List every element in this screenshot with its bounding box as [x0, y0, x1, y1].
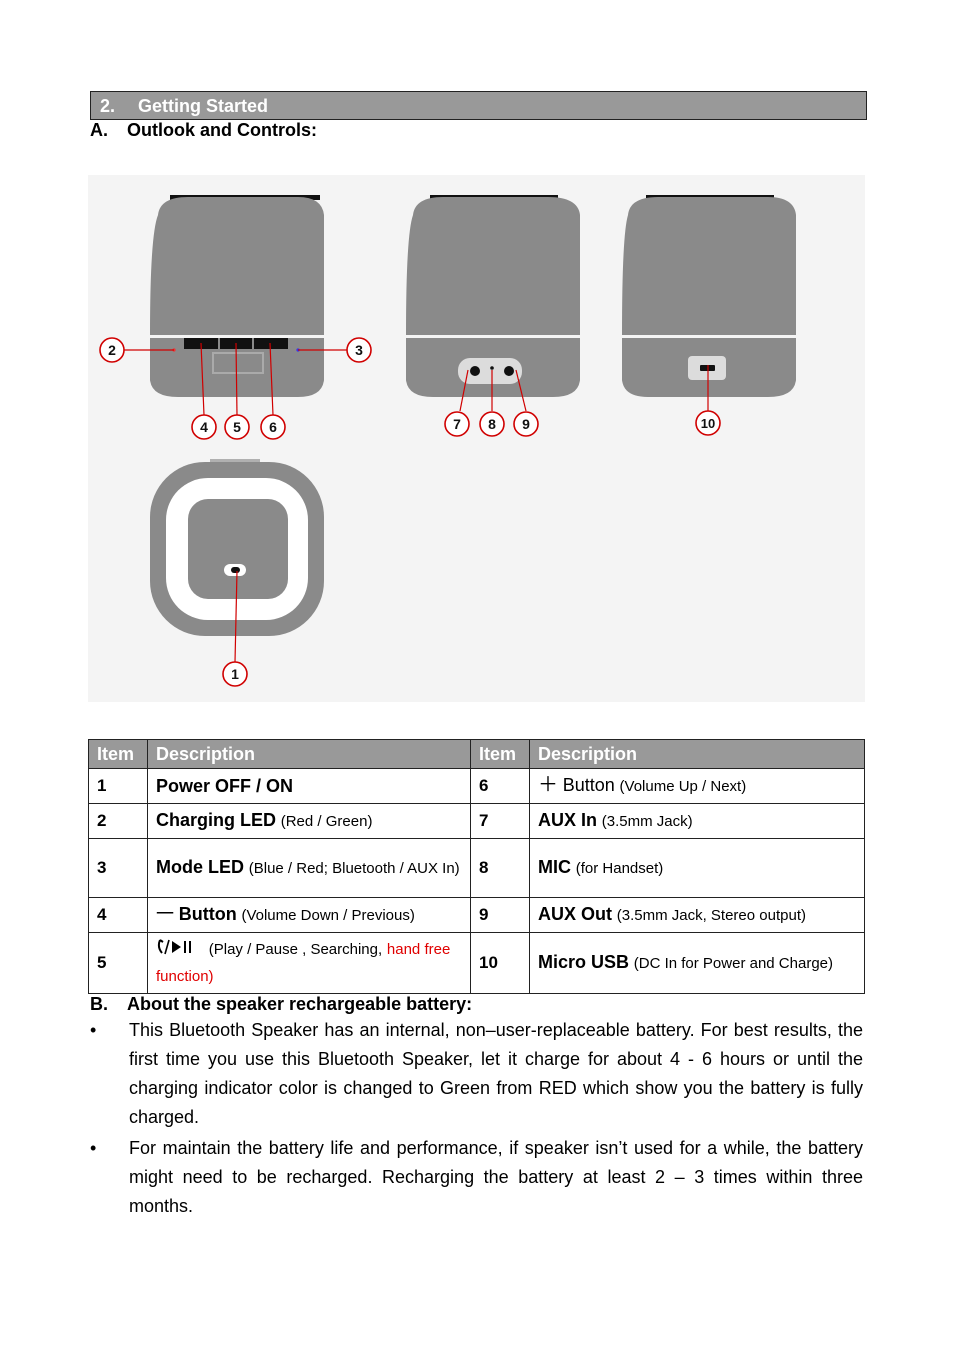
callout-label-8: 8 [488, 416, 496, 432]
list-item: • This Bluetooth Speaker has an internal… [90, 1016, 863, 1132]
callout-label-7: 7 [453, 416, 461, 432]
subsection-b-title: About the speaker rechargeable battery: [127, 994, 473, 1014]
item-description: Charging LED (Red / Green) [147, 803, 471, 839]
item-number: 7 [470, 803, 530, 839]
table-row: 1 Power OFF / ON 6 ＋ Button (Volume Up /… [88, 768, 865, 804]
callout-6 [260, 414, 286, 440]
callout-2 [99, 337, 125, 363]
speaker-front-view [150, 195, 324, 397]
subsection-a-label: A. [90, 120, 108, 140]
item-number: 5 [88, 932, 148, 994]
section-title: Getting Started [138, 96, 269, 116]
callout-label-10: 10 [701, 416, 715, 431]
item-description: MIC (for Handset) [529, 838, 865, 898]
item-number: 4 [88, 897, 148, 933]
speaker-jack-view [406, 195, 580, 397]
speaker-usb-view [622, 195, 796, 397]
item-description: AUX In (3.5mm Jack) [529, 803, 865, 839]
item-number: 9 [470, 897, 530, 933]
callout-markers [99, 337, 721, 687]
callout-label-9: 9 [522, 416, 530, 432]
call-play-pause-icon [157, 939, 191, 955]
battery-notes: • This Bluetooth Speaker has an internal… [90, 1016, 863, 1223]
item-description: AUX Out (3.5mm Jack, Stereo output) [529, 897, 865, 933]
callout-label-1: 1 [231, 666, 239, 682]
callout-4 [191, 414, 217, 440]
callout-1 [222, 661, 248, 687]
callout-label-3: 3 [355, 342, 363, 358]
controls-table: Item Description Item Description 1 Powe… [88, 739, 865, 994]
callout-10 [695, 410, 721, 436]
section-number: 2. [100, 96, 116, 116]
table-row: 2 Charging LED (Red / Green) 7 AUX In (3… [88, 803, 865, 839]
subsection-a-heading: A. Outlook and Controls: [90, 120, 317, 141]
item-description: ＋ Button (Volume Up / Next) [529, 768, 865, 804]
callout-label-6: 6 [269, 419, 277, 435]
plus-icon: ＋ [538, 774, 558, 796]
header-item-right: Item [470, 739, 530, 769]
callout-label-2: 2 [108, 342, 116, 358]
item-description: (Play / Pause , Searching, hand free fun… [147, 932, 471, 994]
subsection-b-heading: B. About the speaker rechargeable battery… [90, 994, 472, 1015]
subsection-a-title: Outlook and Controls: [127, 120, 317, 140]
bullet-icon: • [90, 1138, 97, 1158]
item-number: 1 [88, 768, 148, 804]
header-description-right: Description [529, 739, 865, 769]
item-number: 10 [470, 932, 530, 994]
table-header-row: Item Description Item Description [88, 739, 865, 769]
section-header: 2. Getting Started [90, 91, 867, 120]
header-description-left: Description [147, 739, 471, 769]
subsection-b-label: B. [90, 994, 108, 1014]
callout-lines [124, 342, 709, 663]
callout-5 [224, 414, 250, 440]
table-row: 5 (Play / Pause , Searching, hand free f… [88, 932, 865, 994]
item-description: Micro USB (DC In for Power and Charge) [529, 932, 865, 994]
list-item: • For maintain the battery life and perf… [90, 1134, 863, 1221]
item-description: Power OFF / ON [147, 768, 471, 804]
table-row: 3 Mode LED (Blue / Red; Bluetooth / AUX … [88, 838, 865, 898]
callout-9 [513, 411, 539, 437]
callout-3 [346, 337, 372, 363]
item-number: 6 [470, 768, 530, 804]
minus-icon: 一 [156, 904, 174, 924]
item-number: 8 [470, 838, 530, 898]
item-number: 3 [88, 838, 148, 898]
speaker-bottom-view [150, 459, 324, 636]
item-description: Mode LED (Blue / Red; Bluetooth / AUX In… [147, 838, 471, 898]
speaker-diagram: 2 3 4 5 6 7 8 9 10 1 [88, 175, 865, 702]
callout-label-4: 4 [200, 419, 208, 435]
table-row: 4 一 Button (Volume Down / Previous) 9 AU… [88, 897, 865, 933]
callout-7 [444, 411, 470, 437]
item-description: 一 Button (Volume Down / Previous) [147, 897, 471, 933]
bullet-icon: • [90, 1020, 97, 1040]
item-number: 2 [88, 803, 148, 839]
callout-label-5: 5 [233, 419, 241, 435]
header-item-left: Item [88, 739, 148, 769]
callout-8 [479, 411, 505, 437]
